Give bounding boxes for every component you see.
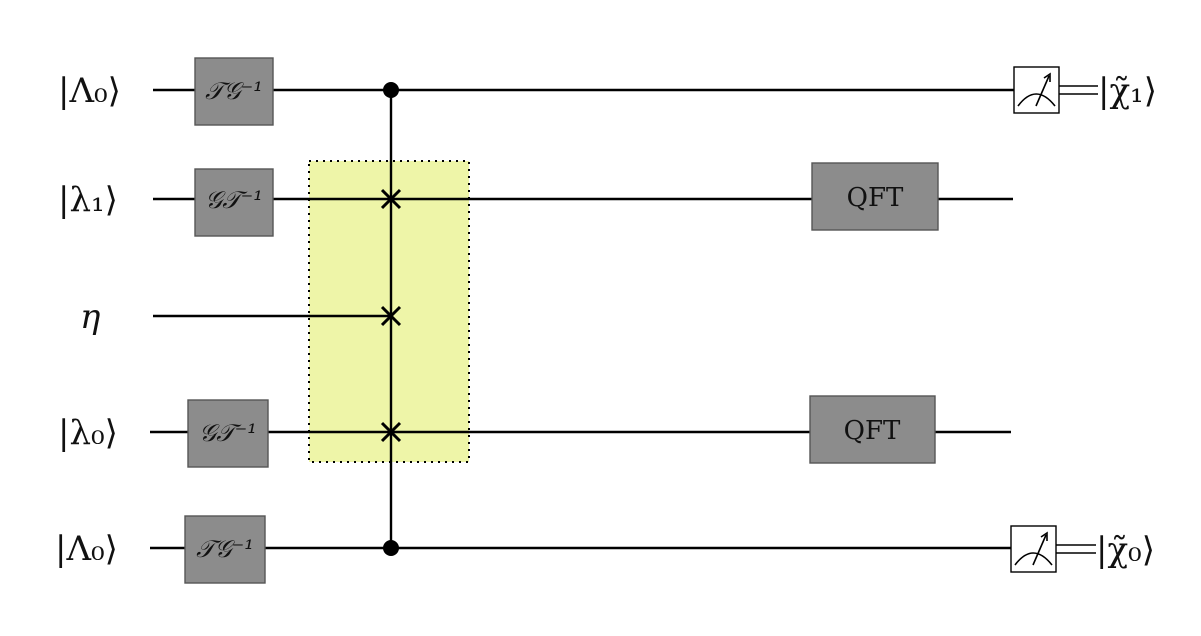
prep-gate-q1: 𝒢𝒯⁻¹ (194, 168, 274, 237)
swap-highlight-region (308, 160, 470, 463)
meter-arc-icon (1014, 552, 1053, 566)
measurement-meter-q4 (1010, 525, 1057, 573)
meter-arc-icon (1017, 93, 1056, 107)
output-label-q0: |χ̃₁⟩ (1098, 71, 1157, 111)
prep-gate-q0-label: 𝒯𝒢⁻¹ (205, 77, 263, 105)
prep-gate-q3: 𝒢𝒯⁻¹ (187, 399, 269, 468)
input-label-q4: |Λ₀⟩ (55, 529, 118, 569)
swap-cross-q1 (380, 188, 402, 210)
prep-gate-q4: 𝒯𝒢⁻¹ (184, 515, 266, 584)
meter-needle-icon (1035, 75, 1050, 107)
qft-gate-q3: QFT (809, 395, 936, 464)
prep-gate-q3-label: 𝒢𝒯⁻¹ (199, 419, 257, 447)
input-label-q1: |λ₁⟩ (58, 180, 118, 220)
meter-needle-icon (1032, 534, 1047, 566)
prep-gate-q1-label: 𝒢𝒯⁻¹ (205, 186, 263, 214)
measurement-meter-q0 (1013, 66, 1060, 114)
swap-cross-q2 (380, 305, 402, 327)
qft-gate-q3-label: QFT (844, 416, 901, 446)
qft-gate-q1: QFT (811, 162, 939, 231)
prep-gate-q0: 𝒯𝒢⁻¹ (194, 57, 274, 126)
control-dot-bottom (383, 540, 399, 556)
qft-gate-q1-label: QFT (847, 183, 904, 213)
input-label-q2: η (80, 297, 101, 337)
swap-cross-q3 (380, 421, 402, 443)
output-label-q4: |χ̃₀⟩ (1096, 530, 1155, 570)
input-label-q0: |Λ₀⟩ (58, 71, 121, 111)
prep-gate-q4-label: 𝒯𝒢⁻¹ (196, 535, 254, 563)
input-label-q3: |λ₀⟩ (58, 413, 118, 453)
control-dot-top (383, 82, 399, 98)
